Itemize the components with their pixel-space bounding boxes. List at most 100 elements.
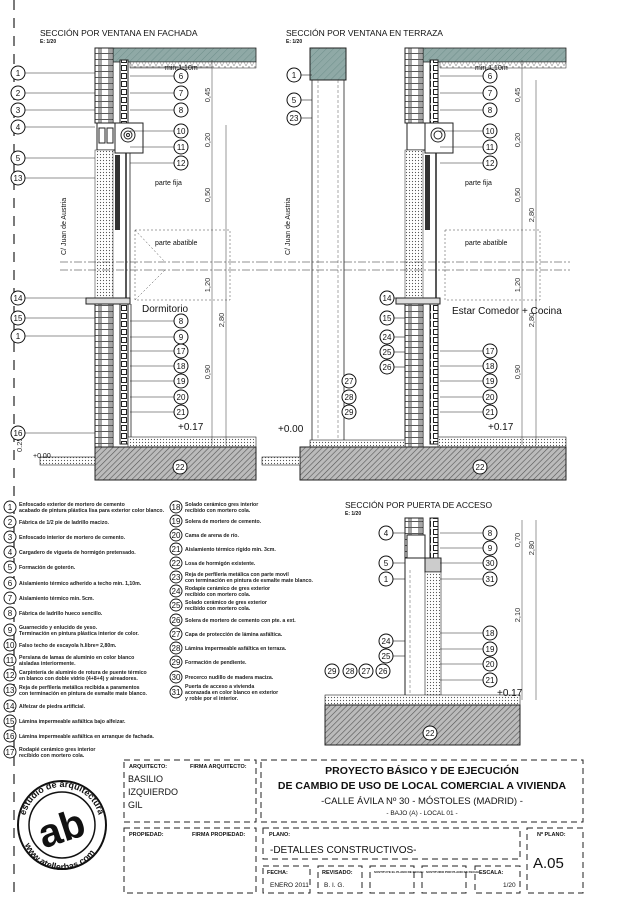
legend-text: Rodapie cerámico de gres exterior xyxy=(185,586,270,592)
callout-number: 19 xyxy=(486,377,495,386)
scale-label: ESCALA: xyxy=(479,870,504,876)
callout-number: 1 xyxy=(384,575,389,584)
callout-left: 1 xyxy=(10,65,95,81)
legend-text: Reja de perfilería metálica con parte mo… xyxy=(185,572,289,578)
legend-text: en blanco con doble vidrio (4+8+4) y air… xyxy=(19,676,138,682)
legend-text: con terminación en pintura de esmalte ma… xyxy=(185,578,314,584)
legend-number: 8 xyxy=(8,609,13,618)
legend-number: 26 xyxy=(172,616,181,625)
callout-right: 11 xyxy=(440,139,498,155)
dimension-label: 1,20 xyxy=(203,278,212,293)
legend-text: recibido con mortero cola. xyxy=(185,606,251,612)
callout-right: 21 xyxy=(440,404,498,420)
callout-right: 12 xyxy=(440,155,498,171)
callout-right: 18 xyxy=(440,625,498,641)
callout-right: 19 xyxy=(130,373,189,389)
callout-left: 15 xyxy=(10,310,95,326)
legend-number: 31 xyxy=(172,688,181,697)
legend-text: Falso techo de escayola h.libre= 2,80m. xyxy=(19,643,117,649)
callout-slab: 22 xyxy=(472,459,488,475)
section-scale: E: 1/20 xyxy=(40,39,56,45)
callout-left: 5 xyxy=(10,150,95,166)
legend-number: 14 xyxy=(6,702,15,711)
callout-number: 25 xyxy=(383,348,392,357)
callout-number: 13 xyxy=(14,174,23,183)
section-scale: E: 1/20 xyxy=(345,511,361,517)
plan-number-label: Nº PLANO: xyxy=(537,832,566,838)
section-title: SECCIÓN POR VENTANA EN TERRAZA xyxy=(286,28,443,38)
legend-number: 25 xyxy=(172,601,181,610)
callout-number: 24 xyxy=(383,333,392,342)
callout-right: 8 xyxy=(440,102,498,118)
legend-text: Lámina impermeable asfáltica bajo alfeiz… xyxy=(19,719,126,725)
callout-left: 4 xyxy=(10,119,95,135)
street-label: C/ Juan de Austria xyxy=(61,198,68,255)
callout-number: 4 xyxy=(384,529,389,538)
note-opening-part: parte abatible xyxy=(465,240,508,247)
legend-text: recibido con mortero cola. xyxy=(185,592,251,598)
legend-number: 10 xyxy=(6,641,15,650)
legend-number: 2 xyxy=(8,518,13,527)
legend-text: Aislamiento térmico rígido min. 3cm. xyxy=(185,547,276,553)
legend-number: 3 xyxy=(8,533,13,542)
callout-number: 21 xyxy=(486,676,495,685)
callout-right: 8 xyxy=(440,525,498,541)
plan-number: A.05 xyxy=(533,855,564,872)
callout-number: 29 xyxy=(328,667,337,676)
revised-value: B. I. G. xyxy=(324,882,344,889)
legend-text: Terminación en pintura plástica interior… xyxy=(19,631,139,637)
callout-number: 28 xyxy=(345,393,354,402)
note-min-height: min.1,10m xyxy=(165,65,198,72)
callout-number: 1 xyxy=(16,332,21,341)
scale-value: 1/20 xyxy=(503,882,516,889)
callout-number: 22 xyxy=(176,463,185,472)
legend-number: 9 xyxy=(8,626,13,635)
callout-right: 7 xyxy=(440,85,498,101)
callout-right: 10 xyxy=(440,123,498,139)
callout-right: 21 xyxy=(130,404,189,420)
legend-number: 11 xyxy=(6,656,15,665)
callout-number: 16 xyxy=(14,429,23,438)
architect-name-1: BASILIO xyxy=(128,774,163,784)
callout-left: 14 xyxy=(10,290,95,306)
section-entrance-door: SECCIÓN POR PUERTA DE ACCESO E: 1/20 +0.… xyxy=(324,500,537,746)
section-title: SECCIÓN POR VENTANA EN FACHADA xyxy=(40,28,198,38)
legend-text: Capa de protección de lámina asfáltica. xyxy=(185,632,283,638)
legend-number: 28 xyxy=(172,644,181,653)
legend-text: recibido con mortero cola. xyxy=(19,753,85,759)
callout-left: 2 xyxy=(10,85,95,101)
legend-number: 29 xyxy=(172,658,181,667)
callout-number: 30 xyxy=(486,559,495,568)
legend-text: Losa de hormigón existente. xyxy=(185,561,256,567)
dimension-label: 0,90 xyxy=(203,365,212,380)
callout-number: 8 xyxy=(179,106,184,115)
callout-right: 9 xyxy=(440,540,498,556)
level-terrace: +0.00 xyxy=(278,424,304,435)
dim-plinth: 0.25 xyxy=(15,437,24,452)
level-floor: +0.17 xyxy=(497,688,523,699)
callout-right: 18 xyxy=(440,358,498,374)
dimension-label: 0,70 xyxy=(513,533,522,548)
owner-label: PROPIEDAD: xyxy=(129,832,164,838)
plan-name: -DETALLES CONSTRUCTIVOS- xyxy=(270,845,417,856)
street-label: C/ Juan de Austria xyxy=(285,198,292,255)
title-block xyxy=(123,759,584,894)
callout-right: 9 xyxy=(130,329,189,345)
callout-number: 17 xyxy=(486,347,495,356)
legend-text: y roble por el interior. xyxy=(185,696,239,702)
architect-name-3: GIL xyxy=(128,800,143,810)
legend-number: 15 xyxy=(6,717,15,726)
